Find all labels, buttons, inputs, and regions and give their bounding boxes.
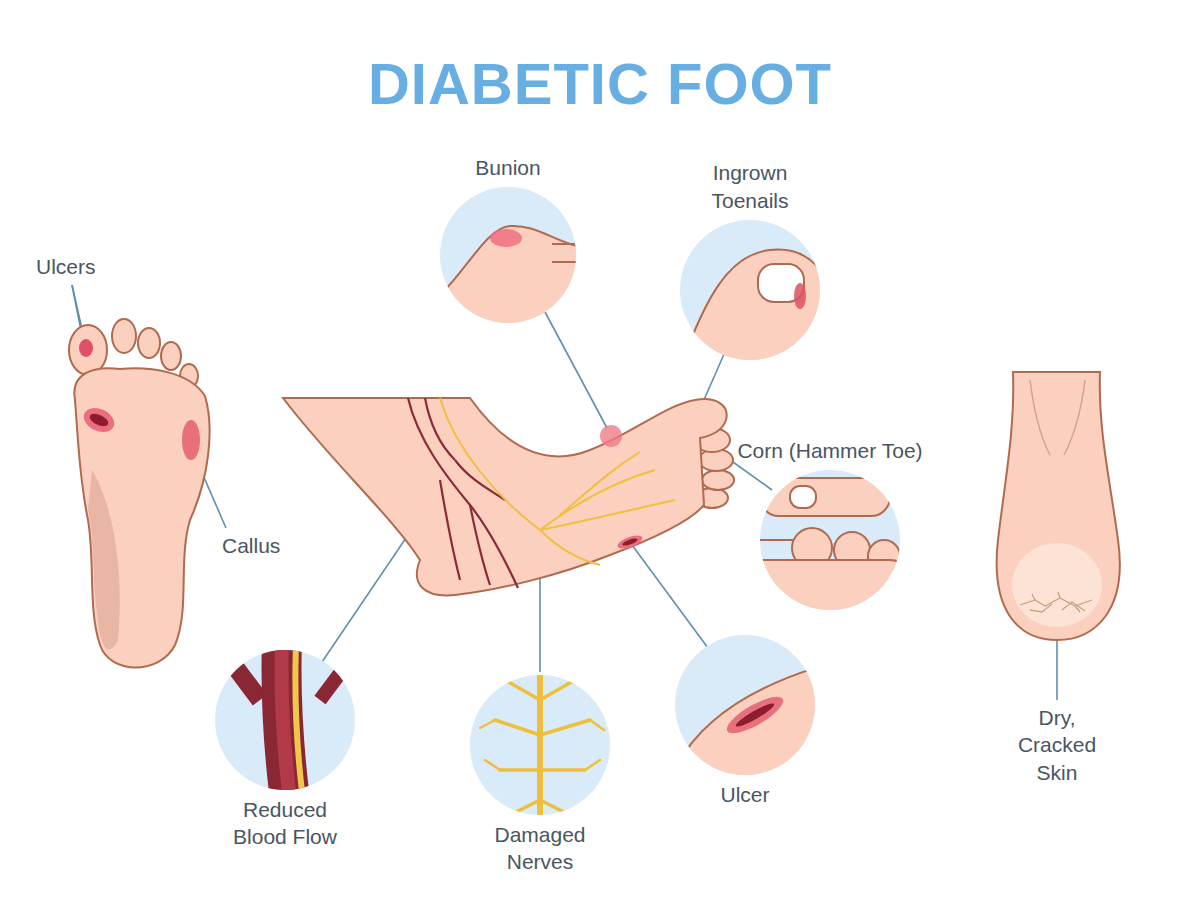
callout-label: Ulcer bbox=[720, 781, 769, 808]
nerves bbox=[440, 398, 675, 565]
callout-circle: Corn (Hammer Toe) bbox=[730, 437, 930, 610]
circle-outline bbox=[680, 220, 820, 360]
callout-label: Ingrown Toenails bbox=[685, 159, 815, 214]
callout-label: Corn (Hammer Toe) bbox=[737, 437, 922, 464]
hammer-toe-inset bbox=[740, 478, 910, 620]
circle-outline bbox=[675, 635, 815, 775]
vessel-inset bbox=[215, 640, 350, 800]
diagram-title: DIABETIC FOOT bbox=[0, 50, 1200, 117]
callout-circle: Damaged Nerves bbox=[470, 675, 610, 876]
circle-outline bbox=[760, 470, 900, 610]
title-holder: DIABETIC FOOT bbox=[0, 50, 1200, 117]
nerve-inset bbox=[480, 668, 604, 820]
callout-label: Bunion bbox=[475, 154, 540, 181]
skin-cracks bbox=[1020, 592, 1092, 612]
circle-outline bbox=[470, 675, 610, 815]
heel-view bbox=[997, 372, 1120, 640]
part-label: Callus bbox=[222, 532, 312, 559]
callout-label: Damaged Nerves bbox=[475, 821, 605, 876]
veins bbox=[408, 398, 518, 588]
label-holder: Dry, Cracked Skin bbox=[1007, 704, 1107, 786]
toenail-inset bbox=[680, 250, 830, 365]
part-label: Dry, Cracked Skin bbox=[1007, 704, 1107, 786]
sole-view bbox=[69, 319, 210, 668]
ulcer-inset bbox=[670, 665, 825, 790]
callout-label: Reduced Blood Flow bbox=[220, 796, 350, 851]
circle-outline bbox=[440, 187, 576, 323]
callout-circle: Bunion bbox=[440, 154, 576, 323]
callout-circle: Ulcer bbox=[675, 635, 815, 808]
bunion-inset bbox=[430, 226, 595, 345]
side-view bbox=[283, 398, 734, 595]
label-holder: Callus bbox=[222, 532, 312, 559]
part-label: Ulcers bbox=[36, 253, 126, 280]
label-holder: Ulcers bbox=[36, 253, 126, 280]
callout-circle: Reduced Blood Flow bbox=[215, 650, 355, 851]
leader-lines bbox=[72, 285, 1057, 700]
callout-circle: Ingrown Toenails bbox=[680, 159, 820, 360]
circle-outline bbox=[215, 650, 355, 790]
